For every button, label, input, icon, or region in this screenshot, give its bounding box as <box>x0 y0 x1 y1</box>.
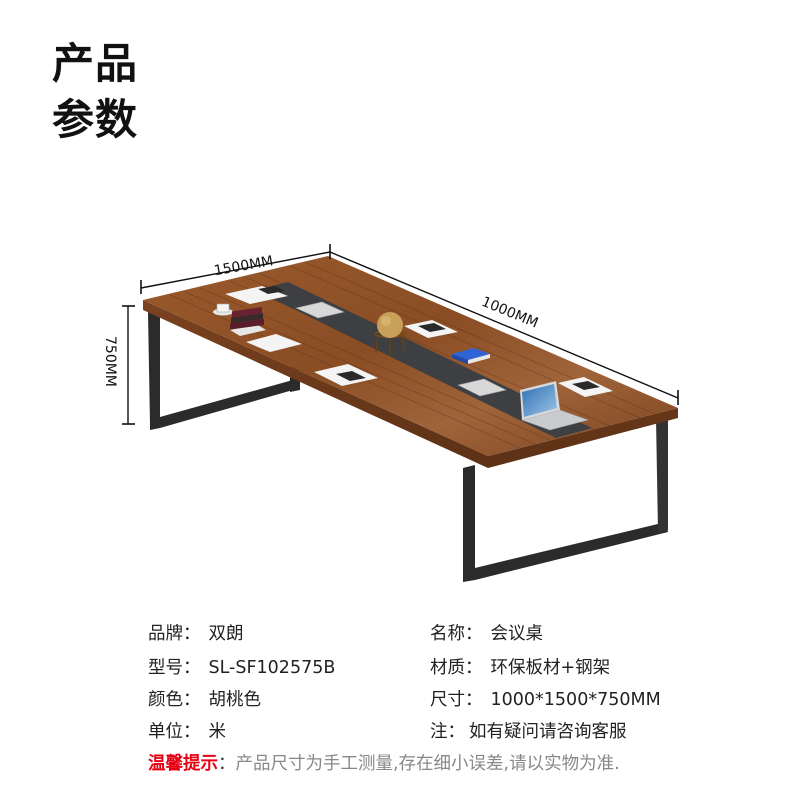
spec-value: 胡桃色 <box>208 690 262 710</box>
cable-port-1 <box>295 301 345 319</box>
spec-value: 1000*1500*750MM <box>490 690 661 710</box>
spec-label: 单位： <box>148 722 201 742</box>
spec-color: 颜色： 胡桃色 <box>148 688 261 712</box>
spec-label: 注： <box>430 722 465 742</box>
notice-label: 温馨提示 <box>148 754 218 774</box>
spec-note: 注：如有疑问请咨询客服 <box>430 720 627 744</box>
center-cable-strip <box>255 282 592 438</box>
spec-label: 尺寸： <box>430 690 483 710</box>
laptop <box>520 381 590 431</box>
spec-value: 环保板材+钢架 <box>490 658 611 678</box>
notice-banner: 温馨提示：产品尺寸为手工测量,存在细小误差,请以实物为准. <box>148 752 620 776</box>
spec-label: 名称： <box>430 624 483 644</box>
spec-value: 米 <box>208 722 227 742</box>
page-title: 产品 参数 <box>52 36 138 148</box>
spec-value: 双朗 <box>208 624 244 644</box>
document <box>246 334 302 352</box>
page-title-line2: 参数 <box>52 95 139 144</box>
document-with-tablet <box>404 320 458 338</box>
right-leg-frame <box>463 415 668 582</box>
spec-unit: 单位： 米 <box>148 720 226 744</box>
spec-value: 如有疑问请咨询客服 <box>469 722 627 742</box>
spec-brand: 品牌： 双朗 <box>148 622 244 646</box>
notice-colon: ： <box>218 754 236 774</box>
document-with-tablet <box>225 286 288 304</box>
spec-model: 型号： SL-SF102575B <box>148 656 335 680</box>
spec-value: 会议桌 <box>490 624 544 644</box>
spec-label: 型号： <box>148 658 201 678</box>
spec-label: 品牌： <box>148 624 201 644</box>
notice-text: 产品尺寸为手工测量,存在细小误差,请以实物为准. <box>235 754 620 774</box>
page-title-line1: 产品 <box>52 39 139 88</box>
globe-ornament <box>374 312 406 356</box>
spec-label: 颜色： <box>148 690 201 710</box>
book-stack <box>230 307 266 336</box>
spec-size: 尺寸： 1000*1500*750MM <box>430 688 661 712</box>
blue-binder <box>452 348 490 364</box>
height-dimension-label: 750MM <box>102 336 118 387</box>
document-with-tablet <box>558 377 613 397</box>
spec-name: 名称： 会议桌 <box>430 622 543 646</box>
cable-port-2 <box>457 378 507 397</box>
height-dimension: 750MM <box>102 305 135 425</box>
spec-value: SL-SF102575B <box>208 658 336 678</box>
conference-table-illustration: 1500MM 1000MM 750MM <box>102 244 679 582</box>
document-with-tablet <box>314 364 378 386</box>
spec-material: 材质： 环保板材+钢架 <box>430 656 610 680</box>
spec-label: 材质： <box>430 658 483 678</box>
